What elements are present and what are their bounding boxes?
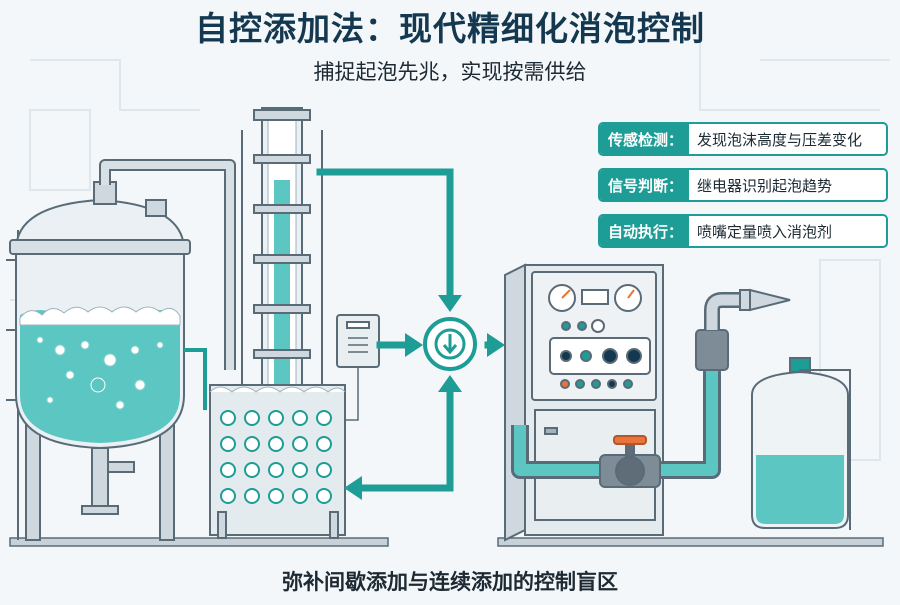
defoamer-tank [751,357,851,530]
valve [599,435,661,488]
sensor-box [336,314,380,421]
step-sensing: 传感检测： 发现泡沫高度与压差变化 [598,122,888,156]
foam-column [241,107,323,400]
arrow-head-right-2 [487,333,505,357]
reactor-vessel [6,181,191,541]
step-sensing-label: 传感检测： [600,124,690,154]
reactor-bubbles [36,336,164,410]
bottom-caption: 弥补间歇添加与连续添加的控制盲区 [282,570,618,594]
arrow-head-up [438,375,462,392]
step-signal-text: 继电器识别起泡趋势 [697,176,833,195]
step-execution: 自动执行： 喷嘴定量喷入消泡剂 [598,214,888,248]
step-signal: 信号判断： 继电器识别起泡趋势 [598,168,888,202]
recycle-pipe [184,348,207,410]
control-cabinet [504,263,664,542]
step-signal-label: 信号判断： [600,170,690,200]
arrow-head-down [438,295,462,312]
control-node [423,317,477,371]
step-execution-label: 自动执行： [600,216,690,246]
spray-nozzle [695,288,791,371]
ground-line-right [497,537,884,547]
arrow-head-right-1 [405,333,423,357]
page-title: 自控添加法：现代精细化消泡控制 [195,9,705,48]
heat-exchanger [209,384,346,539]
page-subtitle: 捕捉起泡先兆，实现按需供给 [313,60,587,84]
step-sensing-text: 发现泡沫高度与压差变化 [697,130,863,149]
ground-line-left [9,537,389,547]
feed-pipe [511,330,721,479]
arrow-head-left [344,476,362,500]
step-execution-text: 喷嘴定量喷入消泡剂 [697,222,833,241]
